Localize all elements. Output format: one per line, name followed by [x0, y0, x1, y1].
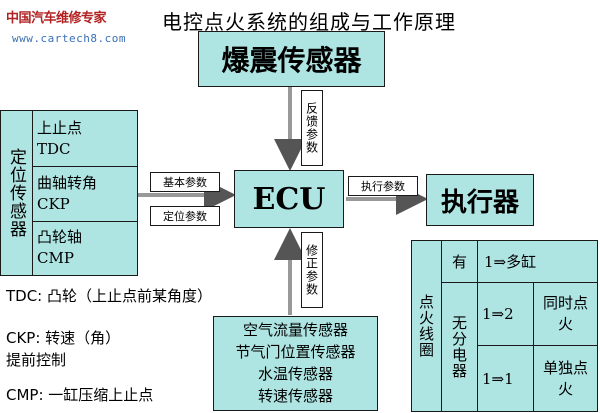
knock-sensor-box: 爆震传感器 [198, 31, 385, 87]
ignition-coil-title: 点火线圈 [412, 241, 442, 411]
ecu-box: ECU [234, 170, 344, 228]
positioning-sensor-title: 定位传感器 [1, 111, 33, 275]
coil-ratio-multi: 1⇒多缸 [478, 241, 597, 283]
coil-ratio-1to1: 1⇒1 [478, 346, 534, 411]
exec-params-label: 执行参数 [361, 180, 405, 193]
watermark-name: 中国汽车维修专家 [6, 11, 107, 26]
correction-sensors-box: 空气流量传感器 节气门位置传感器 水温传感器 转速传感器 [213, 316, 378, 411]
actuator-box: 执行器 [426, 174, 534, 226]
position-params-label: 定位参数 [163, 210, 207, 223]
knock-sensor-label: 爆震传感器 [221, 44, 362, 77]
ecu-label: ECU [252, 181, 326, 217]
correction-label-box: 修正参数 [301, 232, 323, 308]
basic-params-box: 基本参数 [150, 172, 220, 192]
page-title: 电控点火系统的组成与工作原理 [162, 10, 456, 34]
sensor-speed: 转速传感器 [257, 387, 333, 405]
position-params-box: 定位参数 [150, 206, 220, 226]
note-ckp: CKP: 转速（角） [6, 329, 121, 347]
note-tdc: TDC: 凸轮（上止点前某角度） [6, 287, 213, 305]
feedback-label-box: 反馈参数 [301, 90, 323, 166]
correction-label: 修正参数 [304, 244, 319, 296]
sensor-airflow: 空气流量传感器 [242, 321, 348, 339]
ignition-coil-table: 点火线圈 有 1⇒多缸 无分电器 1⇒2 同时点火 1⇒1 单独点火 [411, 240, 598, 412]
sensor-coolant-temp: 水温传感器 [257, 365, 333, 383]
coil-mode-simultaneous: 同时点火 [534, 283, 597, 346]
note-cmp: CMP: 一缸压缩上止点 [6, 386, 154, 404]
coil-ratio-1to2: 1⇒2 [478, 283, 534, 346]
sensor-throttle: 节气门位置传感器 [235, 343, 356, 361]
watermark-url: www.cartech8.com [12, 32, 126, 45]
note-ckp-advance: 提前控制 [6, 351, 67, 369]
coil-type-distributorless: 无分电器 [442, 283, 478, 411]
actuator-label: 执行器 [440, 187, 519, 218]
exec-params-box: 执行参数 [348, 176, 418, 196]
feedback-label: 反馈参数 [304, 102, 319, 154]
coil-mode-independent: 单独点火 [542, 358, 588, 398]
basic-params-label: 基本参数 [163, 176, 207, 189]
coil-type-with-distributor: 有 [442, 241, 478, 283]
